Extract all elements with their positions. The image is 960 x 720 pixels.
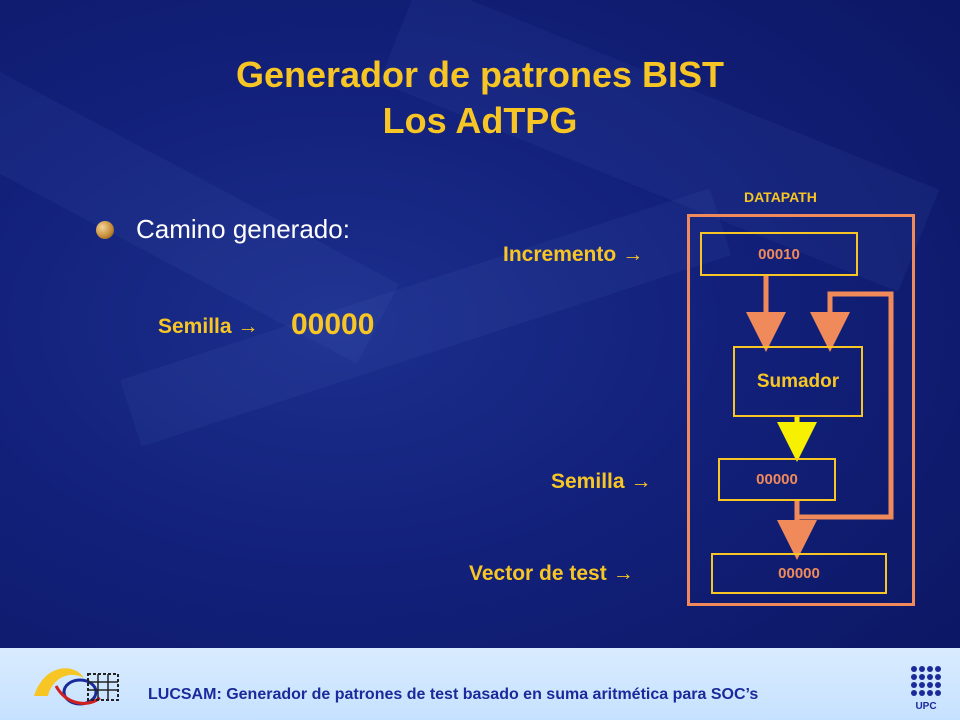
- increment-label-text: Incremento: [503, 243, 617, 266]
- lucsam-logo-icon: [34, 668, 119, 706]
- footer-bar: LUCSAM: Generador de patrones de test ba…: [0, 648, 960, 720]
- bullet-item: Camino generado:: [96, 214, 350, 245]
- seed-register: 00000: [718, 458, 836, 501]
- increment-register: 00010: [700, 232, 858, 276]
- slide-title: Generador de patrones BIST Los AdTPG: [0, 52, 960, 144]
- title-line-2: Los AdTPG: [382, 100, 578, 141]
- upc-logo-icon: UPC: [911, 666, 941, 712]
- adder-block: Sumador: [733, 346, 863, 417]
- datapath-frame: [687, 214, 915, 606]
- seed-label-left: Semilla→: [158, 315, 259, 339]
- right-arrow-icon: →: [622, 243, 644, 266]
- bullet-text: Camino generado:: [136, 214, 350, 244]
- footer-text: LUCSAM: Generador de patrones de test ba…: [148, 686, 759, 703]
- seed-label-right-text: Semilla: [551, 470, 625, 493]
- seed-value-left: 00000: [291, 308, 375, 341]
- vector-label-text: Vector de test: [469, 562, 607, 585]
- vector-register: 00000: [711, 553, 887, 594]
- right-arrow-icon: →: [237, 315, 259, 338]
- bullet-sphere-icon: [96, 220, 114, 239]
- right-arrow-icon: →: [612, 562, 634, 585]
- datapath-label: DATAPATH: [744, 189, 817, 205]
- right-arrow-icon: →: [630, 470, 652, 493]
- seed-label-text: Semilla: [158, 315, 232, 338]
- increment-label: Incremento→: [503, 243, 643, 267]
- seed-label-right: Semilla→: [551, 470, 652, 494]
- upc-logo-text: UPC: [915, 701, 936, 712]
- title-line-1: Generador de patrones BIST: [235, 54, 725, 95]
- vector-label: Vector de test→: [469, 562, 634, 586]
